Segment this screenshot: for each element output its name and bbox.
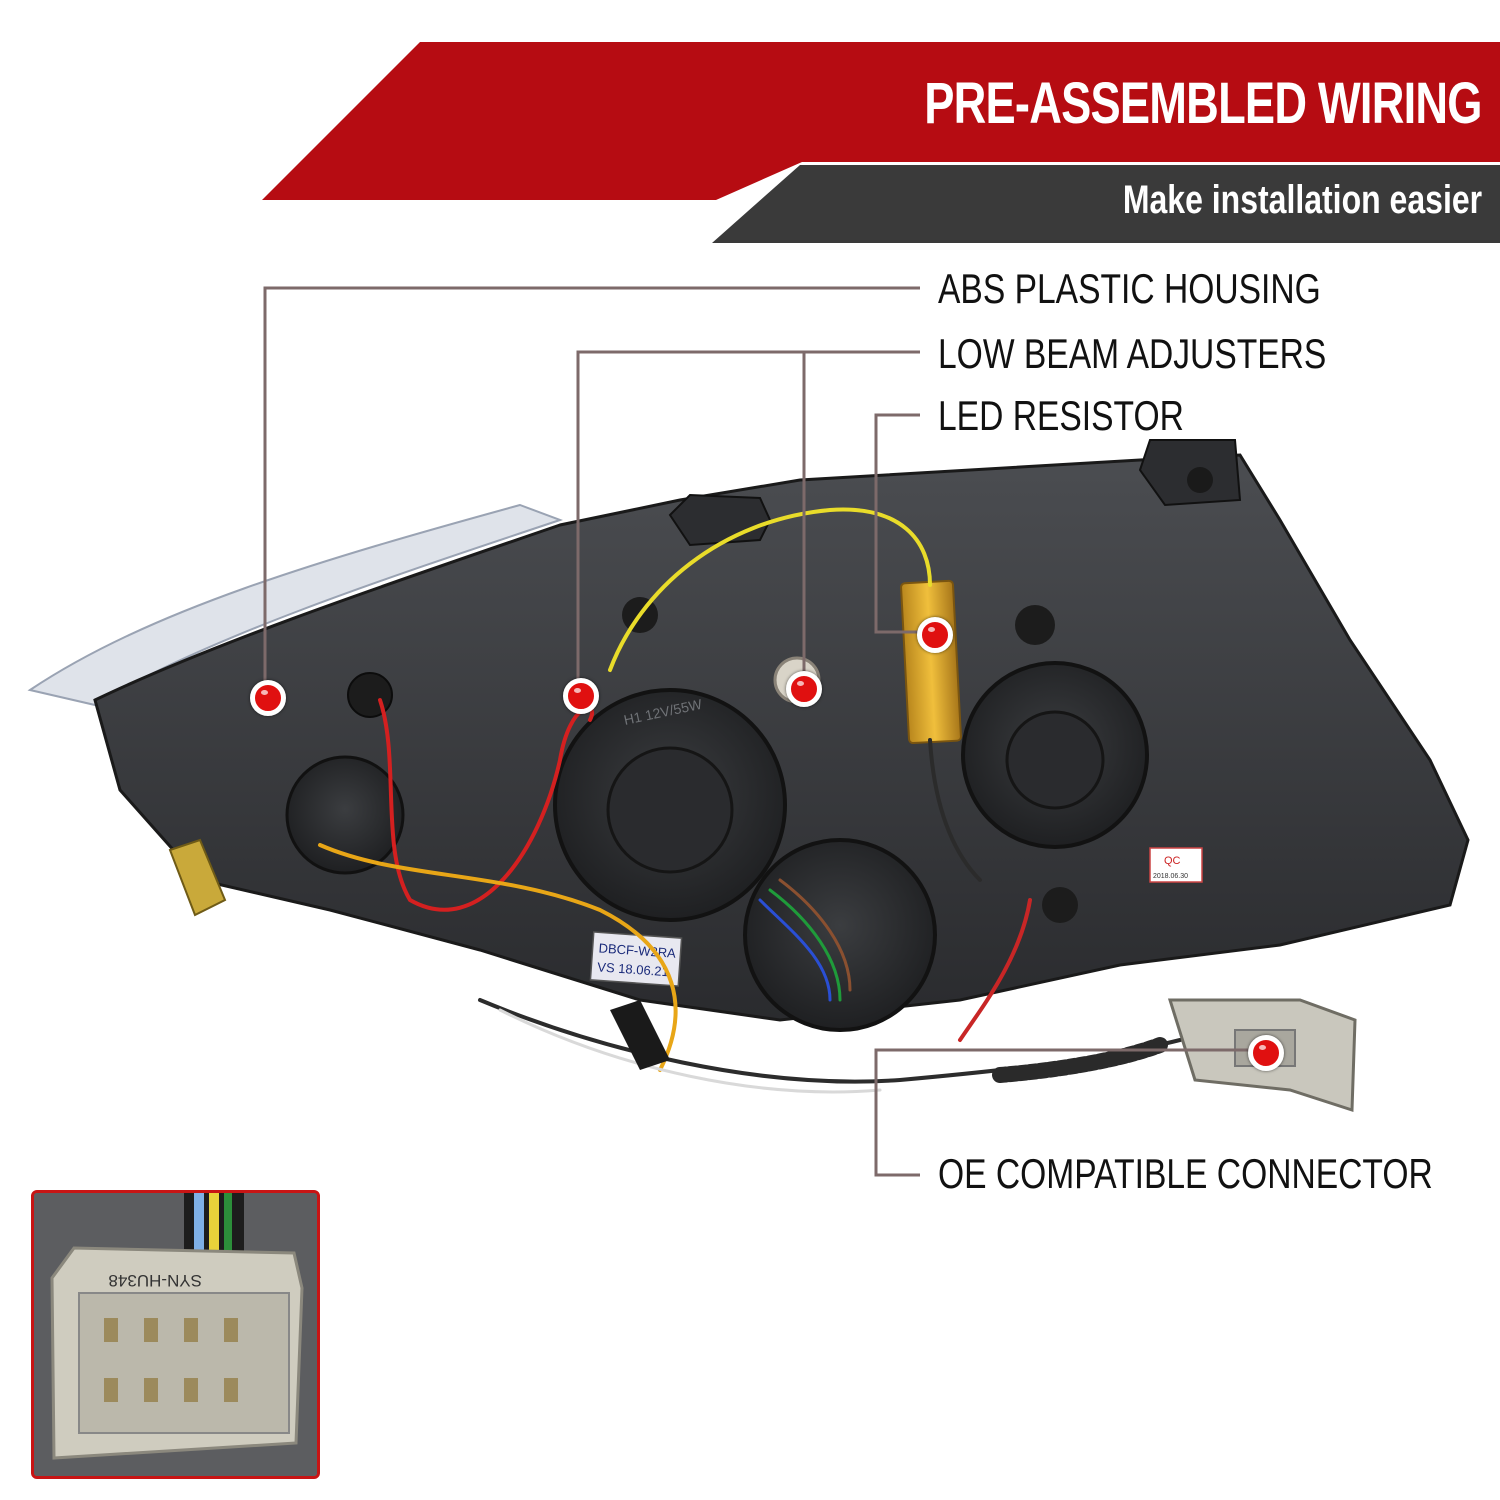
callout-line-housing: [263, 286, 920, 690]
mounting-bracket: [168, 838, 227, 917]
wiring-sticker-line2: VS 18.06.21: [597, 959, 669, 979]
callout-label-housing: ABS PLASTIC HOUSING: [938, 265, 1321, 312]
bulb-cap-center: [1005, 710, 1105, 810]
banner-title: PRE-ASSEMBLED WIRING: [924, 71, 1483, 136]
led-resistor-body: [900, 579, 962, 744]
callout-label-adjusters: LOW BEAM ADJUSTERS: [938, 330, 1327, 377]
callout-dot-adjusters-left: [563, 678, 599, 714]
callout-dot-connector: [1248, 1035, 1284, 1071]
callout-dot-resistor: [917, 617, 953, 653]
rubber-plug: [347, 672, 393, 718]
bulb-cap-center: [606, 746, 734, 874]
callout-line-connector: [874, 1048, 1262, 1177]
parking-bulb-socket: [285, 755, 405, 875]
qc-sticker: [1149, 847, 1203, 883]
mounting-bracket: [610, 1000, 670, 1070]
callout-lines: [263, 286, 1262, 1177]
callout-label-connector: OE COMPATIBLE CONNECTOR: [938, 1150, 1433, 1197]
connector-closeup-graphic: SYN-HU348: [34, 1193, 317, 1476]
abs-plastic-housing: [93, 453, 1470, 1022]
callout-dot-housing: [250, 680, 286, 716]
callout-dot-adjusters-right: [786, 671, 822, 707]
banner-subtitle: Make installation easier: [1122, 178, 1482, 222]
title-banner-red: [262, 42, 1500, 200]
mounting-hole: [1187, 467, 1213, 493]
turn-signal-bulb-cap: [743, 838, 937, 1032]
qc-sticker-label: QC: [1164, 855, 1181, 867]
qc-sticker-date: 2018.06.30: [1153, 873, 1188, 880]
callout-line-adjusters: [576, 350, 920, 690]
callout-line-resistor: [874, 413, 932, 634]
rubber-plug: [1042, 887, 1078, 923]
inset-part-number: SYN-HU348: [108, 1271, 202, 1290]
rubber-plug: [1015, 605, 1055, 645]
clear-lens-edge: [27, 503, 563, 707]
subtitle-banner-dark: [712, 165, 1500, 243]
mounting-tab: [668, 493, 772, 547]
connector-closeup-inset: SYN-HU348: [31, 1190, 320, 1479]
callout-label-resistor: LED RESISTOR: [938, 392, 1184, 439]
